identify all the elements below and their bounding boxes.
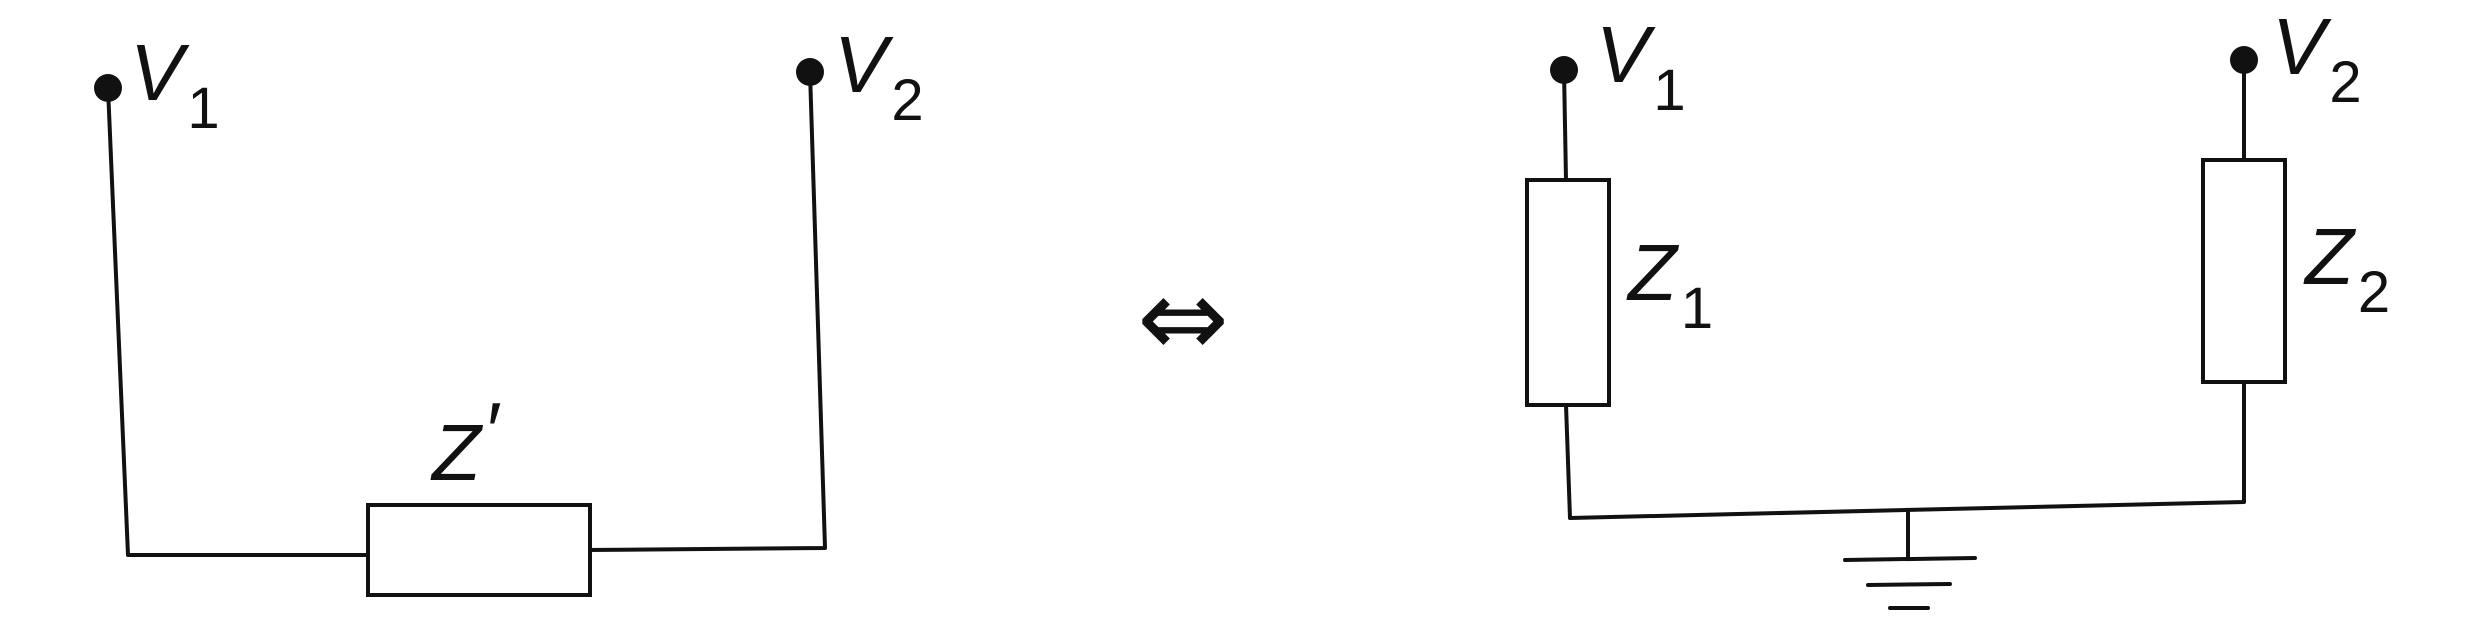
- right-wire-v1-top: [1562, 68, 1568, 182]
- left-impedance-box: [366, 503, 592, 597]
- ground-icon: [1843, 556, 1977, 610]
- right-circuit: V1 V2 Z1 Z2: [1525, 2, 2390, 610]
- right-label-v2: V2: [2272, 2, 2362, 115]
- right-impedance-z2-box: [2201, 158, 2287, 384]
- left-wire-v2: [586, 70, 827, 552]
- left-wire-v1: [106, 86, 370, 557]
- right-label-v1: V1: [1596, 10, 1686, 123]
- left-label-zprime: Z′: [430, 386, 502, 497]
- right-terminal-v2: [2230, 46, 2258, 74]
- right-impedance-z1-box: [1525, 178, 1611, 407]
- right-label-z1: Z1: [1626, 228, 1713, 341]
- left-terminal-v1: [94, 74, 122, 102]
- left-terminal-v2: [796, 58, 824, 86]
- right-label-z2: Z2: [2303, 212, 2390, 325]
- right-wire-bottom: [1564, 380, 2246, 520]
- left-circuit: V1 V2 Z′: [94, 20, 924, 597]
- equivalence-arrow: ⇔: [1137, 254, 1229, 382]
- left-label-v2: V2: [834, 20, 924, 133]
- left-label-v1: V1: [130, 28, 220, 141]
- right-terminal-v1: [1550, 56, 1578, 84]
